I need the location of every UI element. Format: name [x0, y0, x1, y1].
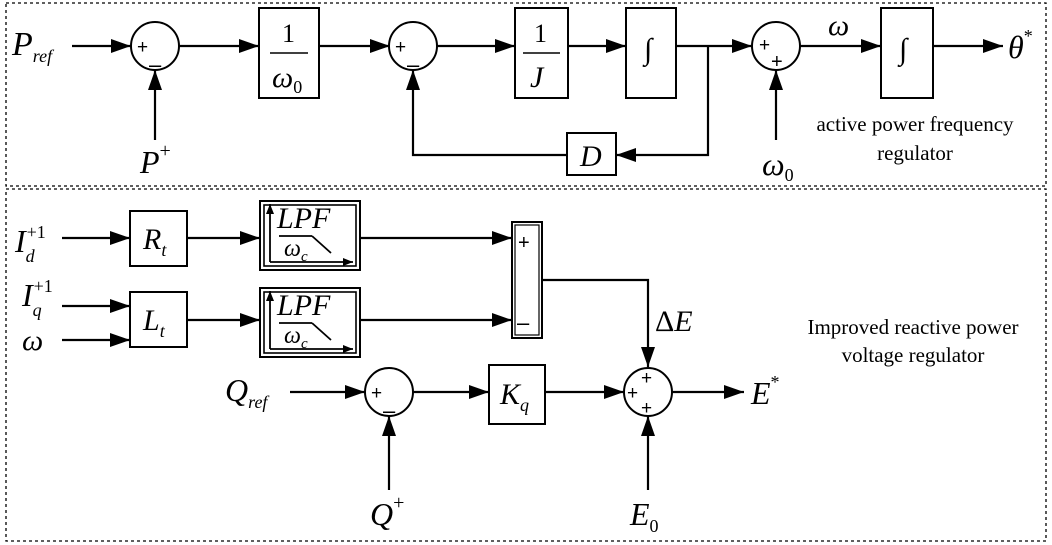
sum-e-sign-plus-bottom: + [641, 398, 652, 419]
diff-sign-plus: + [518, 232, 530, 254]
block-kq [488, 364, 546, 425]
damping-d-label: D [579, 140, 602, 173]
input-iq: Iq+1 [21, 276, 53, 320]
block-lt [129, 291, 188, 348]
integrator-1-symbol: ∫ [642, 33, 654, 68]
integrator-2-symbol: ∫ [897, 33, 909, 68]
block-lpf-1: LPF ωc [259, 200, 361, 271]
sum2-sign-minus: – [407, 52, 420, 77]
sum3-sign-plus-1: + [759, 35, 770, 56]
sum1-sign-plus: + [137, 37, 148, 58]
top-section: Pref P+ + – 1 ω0 + – 1 J ∫ D + + ω0 ω ∫ … [11, 7, 1033, 185]
block-lpf-2: LPF ωc [259, 287, 361, 358]
lpf2-label: LPF [276, 289, 331, 322]
sum3-sign-plus-2: + [771, 51, 783, 73]
sum1-sign-minus: – [149, 52, 162, 77]
lpf1-cutoff: ωc [284, 236, 308, 265]
inv-omega0-denominator: ω0 [272, 61, 302, 97]
top-section-frame [5, 2, 1047, 187]
block-rt-label: Rt [142, 223, 167, 260]
input-p-ref: Pref [11, 26, 55, 66]
wire-d-to-sum2 [406, 70, 567, 157]
sum-q-sign-minus: – [383, 398, 396, 423]
inv-omega0-numerator: 1 [282, 19, 295, 48]
input-p-meas: P+ [139, 140, 171, 180]
sum-q-sign-plus: + [371, 383, 382, 404]
inv-j-denominator: J [530, 61, 545, 94]
diff-sign-minus: – [517, 310, 530, 335]
input-omega0: ω0 [762, 146, 794, 185]
sum2-sign-plus: + [395, 37, 406, 58]
block-integrator-1 [625, 7, 677, 99]
top-section-label-line2: regulator [877, 141, 953, 165]
input-q-meas: Q+ [370, 492, 404, 532]
input-id: Id+1 [14, 222, 46, 266]
signal-delta-e: ΔE [655, 305, 693, 338]
block-rt [129, 210, 188, 267]
wire-diff-sum-e [542, 278, 655, 367]
sum-e-sign-plus-left: + [627, 383, 638, 404]
bottom-section-label-line2: voltage regulator [842, 343, 985, 367]
input-omega: ω [22, 324, 43, 357]
lpf2-cutoff: ωc [284, 323, 308, 352]
bottom-section-label-line1: Improved reactive power [807, 315, 1018, 339]
lpf1-label: LPF [276, 202, 331, 235]
output-e: E* [750, 372, 780, 411]
sum-e-sign-plus-top: + [641, 368, 652, 389]
signal-omega: ω [828, 9, 849, 42]
inv-j-numerator: 1 [534, 19, 547, 48]
block-kq-label: Kq [499, 378, 529, 415]
input-e0: E0 [629, 496, 659, 536]
input-q-ref: Qref [225, 372, 270, 412]
bottom-section: LPF ωc LPF ωc + – [14, 200, 1019, 536]
block-integrator-2 [880, 7, 934, 99]
block-damping-d [566, 132, 617, 176]
top-section-label-line1: active power frequency [816, 112, 1014, 136]
wire-feedback-to-d [616, 46, 710, 162]
block-lt-label: Lt [142, 304, 166, 341]
output-theta: θ* [1008, 26, 1033, 65]
